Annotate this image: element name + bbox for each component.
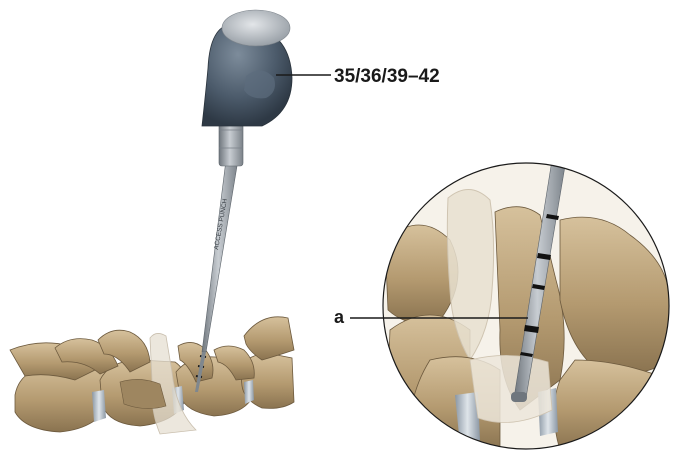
handle-end-cap — [222, 10, 290, 46]
instrument-shaft — [202, 160, 238, 352]
spine-model-left — [10, 317, 294, 434]
detail-magnifier — [380, 160, 677, 453]
lamina — [120, 379, 166, 408]
callout-label-handle: 35/36/39–42 — [334, 66, 440, 87]
intervertebral-disc — [244, 380, 254, 404]
callout-label-a: a — [334, 307, 345, 327]
callout-handle: 35/36/39–42 — [276, 66, 440, 87]
spinous-process — [244, 317, 294, 360]
intervertebral-disc — [92, 390, 106, 422]
